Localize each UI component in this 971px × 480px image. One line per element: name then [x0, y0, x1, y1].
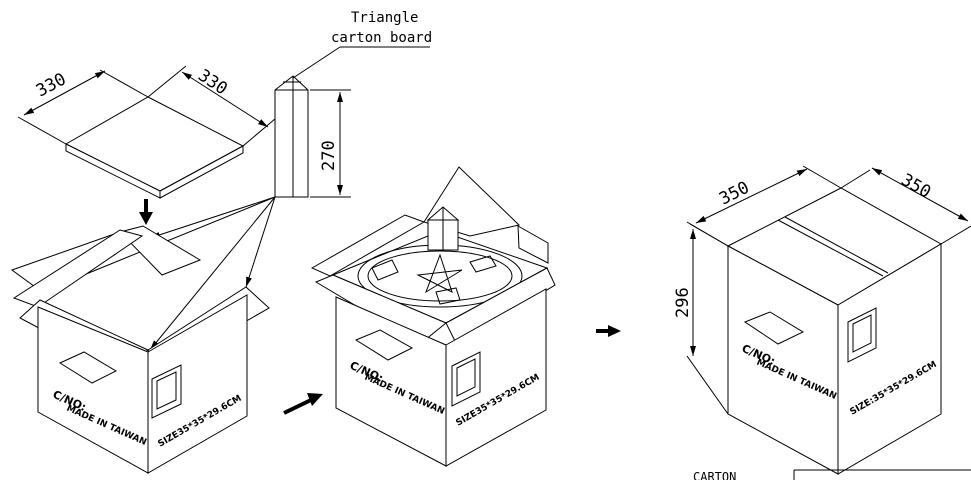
closed-width-dim: 350	[716, 178, 752, 210]
pad-depth-dim: 330	[194, 66, 231, 100]
triangle-board-label-line1: Triangle	[351, 10, 418, 26]
pad-width-dim: 330	[33, 69, 70, 101]
carton-table: CARTON	[693, 469, 971, 480]
carton-open: C/NO: MADE IN TAIWAN SIZE35*35*29.6CM	[10, 225, 270, 474]
top-pad: 330 330	[17, 66, 283, 199]
down-arrow	[139, 199, 153, 225]
table-carton-label: CARTON	[693, 470, 736, 480]
carton-closed: C/NO: MADE IN TAIWAN SIZE:35*35*29.6CM 3…	[673, 165, 971, 475]
board-height-dim: 270	[319, 140, 339, 171]
arrow-to-packed	[283, 393, 323, 415]
closed-depth-dim: 350	[898, 170, 935, 203]
carton-packed: C/NO: MADE IN TAIWAN SIZE35*35*29.6CM	[310, 166, 556, 467]
triangle-board-label-line2: carton board	[331, 30, 432, 46]
arrow-to-closed	[596, 325, 621, 337]
closed-height-dim: 296	[673, 287, 693, 318]
